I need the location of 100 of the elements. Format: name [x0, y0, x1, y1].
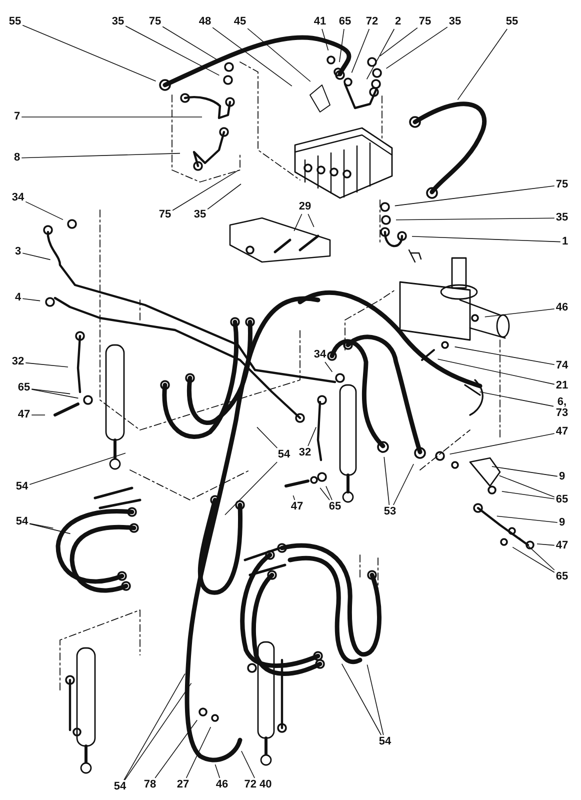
leader-line — [326, 486, 332, 500]
leader-line — [214, 764, 220, 778]
callout-number: 7 — [14, 112, 20, 122]
leader-line — [484, 308, 555, 318]
callout-number: 55 — [506, 16, 518, 28]
callout-number: 74 — [556, 360, 568, 372]
leader-line — [292, 495, 296, 500]
leader-line — [241, 750, 255, 778]
leader-line — [308, 214, 314, 228]
callout-number: 75 — [158, 210, 172, 220]
callout-number: 35 — [194, 210, 206, 220]
callout-number: 54 — [278, 450, 290, 460]
callout-number: 3 — [14, 246, 22, 258]
leader-line — [519, 537, 555, 570]
callout-number: 65 — [328, 502, 342, 512]
leader-line — [384, 456, 390, 506]
leader-line — [22, 24, 156, 82]
callout-number: 29 — [298, 202, 312, 212]
leader-line — [31, 388, 70, 394]
leader-line — [29, 452, 126, 485]
callout-number: 54 — [378, 736, 392, 748]
callout-number: 46 — [216, 780, 228, 790]
leader-line — [449, 433, 555, 454]
leader-line — [320, 488, 330, 500]
leader-line — [394, 186, 555, 206]
leader-line — [498, 475, 555, 498]
leader-line — [341, 663, 382, 736]
leader-line — [25, 201, 64, 220]
callout-number: 34 — [314, 350, 326, 360]
leader-line — [396, 218, 555, 220]
callout-number: 65 — [18, 382, 30, 394]
callout-number: 27 — [176, 780, 190, 790]
callout-number: 47 — [556, 540, 568, 552]
leader-line — [412, 236, 561, 242]
callout-number: 54 — [114, 782, 126, 792]
leader-line — [162, 26, 221, 62]
leader-line — [224, 462, 278, 516]
callout-number: 34 — [12, 192, 24, 204]
callout-number: 35 — [112, 16, 124, 28]
callout-number: 75 — [148, 16, 162, 28]
callout-number: 78 — [144, 780, 156, 790]
leader-line — [339, 28, 344, 62]
leader-line — [172, 170, 239, 211]
callout-number: 47 — [18, 410, 30, 420]
callout-number: 1 — [562, 236, 568, 248]
leader-line — [437, 358, 555, 385]
leader-line — [212, 27, 292, 86]
leader-line — [247, 28, 311, 82]
callout-number: 47 — [290, 502, 304, 512]
leader-line — [380, 27, 418, 56]
leader-line — [125, 26, 220, 76]
callout-number: 54 — [16, 516, 28, 528]
leader-line — [512, 546, 555, 573]
callout-number: 54 — [16, 482, 28, 492]
callout-number: 72 40 — [244, 780, 272, 790]
callout-number: 72 — [366, 16, 378, 28]
leader-line — [457, 28, 508, 100]
callout-number: 35 — [556, 212, 568, 224]
callout-number: 48 — [198, 16, 212, 28]
leader-line — [496, 516, 558, 523]
leader-line — [154, 720, 198, 778]
callout-number: 65 — [338, 16, 352, 28]
leader-line — [21, 152, 180, 158]
leader-line — [31, 414, 46, 416]
leader-line — [351, 28, 370, 74]
leader-line — [124, 682, 192, 780]
leader-line — [324, 362, 333, 372]
callout-number: 47 — [556, 426, 568, 438]
leader-line — [25, 362, 68, 368]
callout-number: 41 — [314, 16, 326, 28]
leader-line — [366, 28, 395, 80]
leader-line — [502, 491, 555, 500]
callout-number: 46 — [556, 302, 568, 314]
leader-line — [454, 346, 555, 365]
leader-line — [322, 28, 329, 51]
callout-number: 2 — [394, 16, 402, 28]
callout-number: 6, 73 — [555, 397, 569, 419]
leader-line — [492, 466, 558, 477]
callout-number: 75 — [418, 16, 432, 28]
callout-number: 32 — [12, 356, 24, 368]
leader-line — [29, 523, 54, 528]
leader-line — [308, 426, 316, 446]
leader-line — [294, 214, 302, 232]
callout-number: 35 — [448, 16, 462, 28]
leader-line — [21, 116, 202, 118]
callout-number: 9 — [558, 518, 566, 528]
callout-number: 8 — [14, 152, 20, 164]
leader-line — [366, 664, 384, 736]
callout-number: 9 — [558, 472, 566, 482]
leader-line — [29, 523, 71, 534]
leader-line — [124, 673, 186, 780]
leader-line — [22, 252, 51, 260]
callout-number: 21 — [556, 380, 568, 392]
leader-line — [207, 184, 242, 210]
callout-number: 32 — [298, 448, 312, 458]
callout-number: 4 — [14, 292, 22, 304]
callout-number: 75 — [556, 180, 568, 190]
callout-number: 53 — [384, 506, 396, 518]
callout-number: 65 — [556, 494, 568, 506]
callout-number: 65 — [556, 572, 568, 582]
